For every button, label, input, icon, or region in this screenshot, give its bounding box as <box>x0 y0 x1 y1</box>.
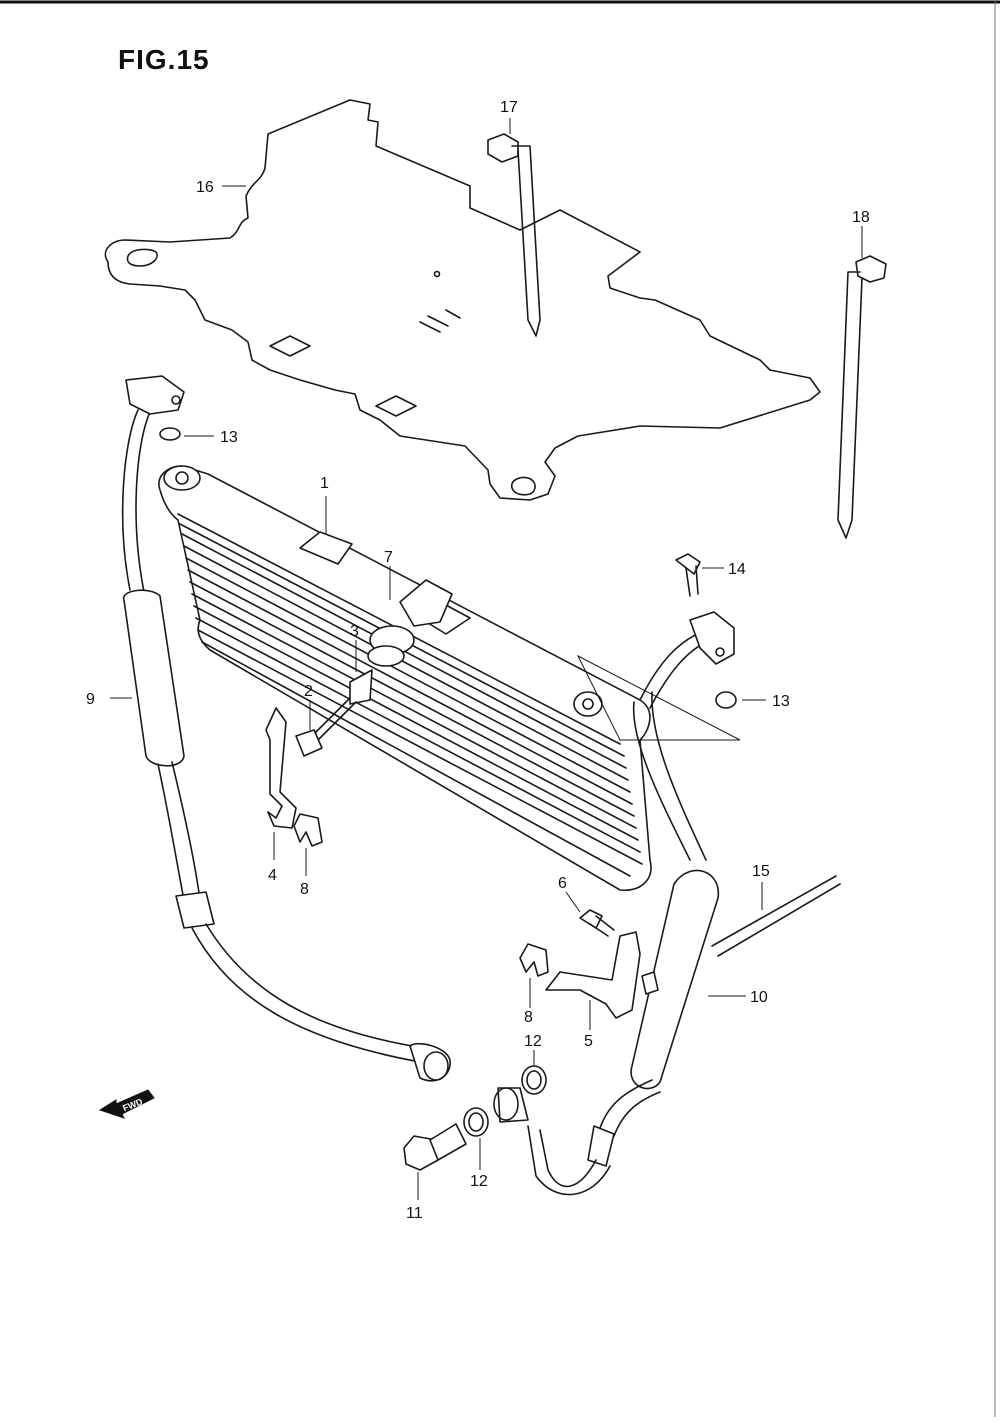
callout-17: 17 <box>500 99 518 116</box>
callout-4: 4 <box>268 867 277 884</box>
callout-7: 7 <box>384 549 393 566</box>
callout-8-left: 8 <box>300 881 309 898</box>
callout-8-right: 8 <box>524 1009 533 1026</box>
callout-12-lower: 12 <box>470 1173 488 1190</box>
callout-12-upper: 12 <box>524 1033 542 1050</box>
o-ring-13-b <box>715 691 737 709</box>
callout-11: 11 <box>406 1205 423 1222</box>
callout-15: 15 <box>752 863 770 880</box>
callout-18: 18 <box>852 209 870 226</box>
callout-2: 2 <box>304 683 313 700</box>
callout-13-right: 13 <box>772 693 790 710</box>
clip <box>641 971 659 995</box>
cable-tie-17 <box>487 133 541 337</box>
callout-1: 1 <box>320 475 329 492</box>
figure-title: FIG.15 <box>118 44 210 75</box>
bracket-5 <box>545 931 641 1019</box>
section-indicator <box>576 654 741 741</box>
union-bolt-11 <box>403 1123 467 1171</box>
bolt-6 <box>579 909 615 937</box>
callout-3: 3 <box>350 623 359 640</box>
clamp-8 <box>293 813 549 977</box>
callout-16: 16 <box>196 179 214 196</box>
callout-13-left: 13 <box>220 429 238 446</box>
callout-6: 6 <box>558 875 567 892</box>
callout-10: 10 <box>750 989 768 1006</box>
oil-cooler-core <box>158 465 652 891</box>
bushing-parts <box>295 579 453 757</box>
hose-10 <box>493 611 735 1196</box>
callout-9: 9 <box>86 691 95 708</box>
fwd-arrow: FWD <box>98 1089 155 1119</box>
o-ring-13-a <box>159 427 181 441</box>
mounting-plate <box>104 99 821 501</box>
bracket-4 <box>265 707 297 829</box>
bolt-14 <box>675 553 701 597</box>
callouts: 1 2 3 4 5 6 7 8 8 9 10 11 12 12 13 13 14… <box>86 99 870 1222</box>
leader-lines <box>110 118 863 1200</box>
gasket-12-b-inner <box>468 1112 484 1132</box>
fwd-label: FWD <box>121 1096 144 1113</box>
cable-tie-18 <box>837 255 887 539</box>
callout-5: 5 <box>584 1033 593 1050</box>
callout-14: 14 <box>728 561 746 578</box>
hose-9 <box>121 375 451 1082</box>
gasket-12-a-inner <box>526 1070 542 1090</box>
gasket-12-b <box>463 1107 489 1137</box>
tie-wrap-15 <box>711 875 841 957</box>
